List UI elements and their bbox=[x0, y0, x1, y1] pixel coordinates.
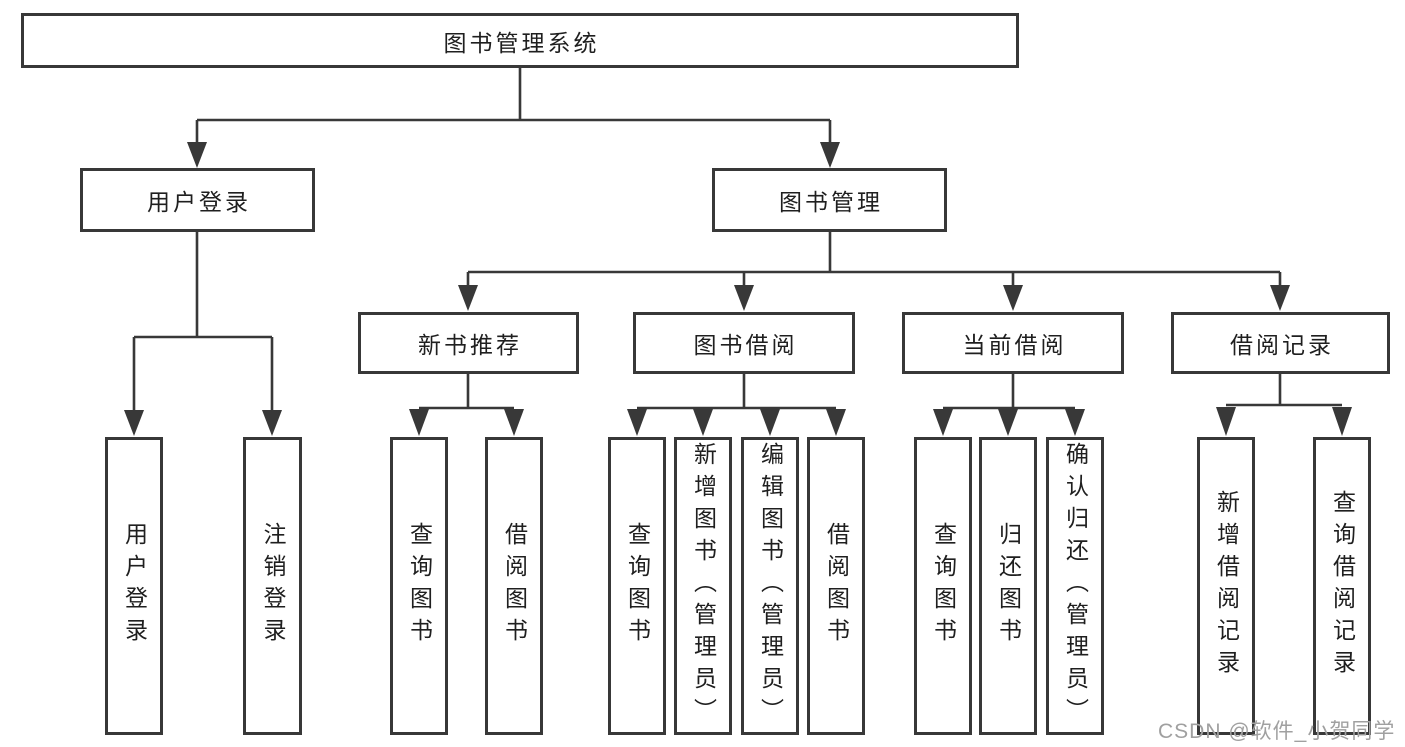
leaf-return-books: 归还图书 bbox=[979, 437, 1037, 735]
leaf-add-books-admin: 新增图书（管理员） bbox=[674, 437, 732, 735]
leaf-logout-label: 注销登录 bbox=[260, 522, 286, 650]
node-user-login-module: 用户登录 bbox=[80, 168, 315, 232]
leaf-user-login-label: 用户登录 bbox=[121, 522, 148, 650]
leaf-user-login: 用户登录 bbox=[105, 437, 163, 735]
csdn-watermark: CSDN @软件_小贺同学 bbox=[1158, 720, 1396, 743]
node-current-borrowing-label: 当前借阅 bbox=[962, 332, 1067, 358]
leaf-recommend-borrow-books-label: 借阅图书 bbox=[501, 522, 528, 650]
leaf-confirm-return-admin-label: 确认归还（管理员） bbox=[1062, 442, 1089, 730]
leaf-borrowing-borrow-books-label: 借阅图书 bbox=[823, 522, 850, 650]
leaf-add-borrow-record-label: 新增借阅记录 bbox=[1213, 490, 1240, 682]
leaf-recommend-query-books: 查询图书 bbox=[390, 437, 448, 735]
node-library-system-label: 图书管理系统 bbox=[443, 29, 600, 56]
node-book-management-label: 图书管理 bbox=[779, 189, 883, 215]
node-book-management: 图书管理 bbox=[712, 168, 947, 232]
leaf-borrowing-query-books-label: 查询图书 bbox=[624, 522, 651, 650]
leaf-recommend-query-books-label: 查询图书 bbox=[406, 522, 433, 650]
node-borrowing-records-label: 借阅记录 bbox=[1230, 332, 1334, 358]
leaf-query-borrow-record-label: 查询借阅记录 bbox=[1329, 490, 1356, 682]
leaf-borrowing-borrow-books: 借阅图书 bbox=[807, 437, 865, 735]
leaf-logout: 注销登录 bbox=[243, 437, 302, 735]
leaf-borrowing-query-books: 查询图书 bbox=[608, 437, 666, 735]
node-current-borrowing: 当前借阅 bbox=[902, 312, 1124, 374]
leaf-current-query-books: 查询图书 bbox=[914, 437, 972, 735]
node-user-login-module-label: 用户登录 bbox=[147, 189, 251, 215]
leaf-add-borrow-record: 新增借阅记录 bbox=[1197, 437, 1255, 735]
node-borrowing-records: 借阅记录 bbox=[1171, 312, 1390, 374]
node-book-borrowing: 图书借阅 bbox=[633, 312, 855, 374]
leaf-return-books-label: 归还图书 bbox=[995, 522, 1022, 650]
leaf-query-borrow-record: 查询借阅记录 bbox=[1313, 437, 1371, 735]
node-library-system: 图书管理系统 bbox=[21, 13, 1019, 68]
node-new-book-recommend: 新书推荐 bbox=[358, 312, 579, 374]
leaf-add-books-admin-label: 新增图书（管理员） bbox=[690, 442, 717, 730]
leaf-current-query-books-label: 查询图书 bbox=[930, 522, 957, 650]
node-new-book-recommend-label: 新书推荐 bbox=[418, 332, 522, 358]
node-book-borrowing-label: 图书借阅 bbox=[693, 332, 798, 358]
leaf-edit-books-admin: 编辑图书（管理员） bbox=[741, 437, 799, 735]
leaf-recommend-borrow-books: 借阅图书 bbox=[485, 437, 543, 735]
leaf-confirm-return-admin: 确认归还（管理员） bbox=[1046, 437, 1104, 735]
leaf-edit-books-admin-label: 编辑图书（管理员） bbox=[757, 442, 784, 730]
